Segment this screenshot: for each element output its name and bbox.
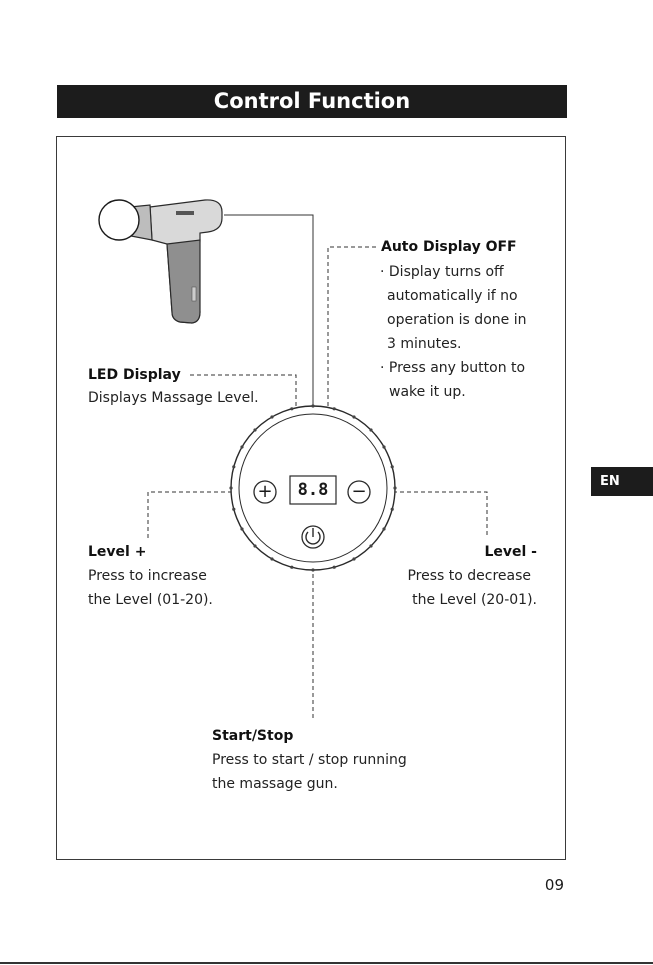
content-frame <box>56 136 566 860</box>
start-stop-line-1: Press to start / stop running <box>212 752 407 768</box>
leader-auto-display <box>327 246 376 410</box>
language-tab: EN <box>591 467 653 496</box>
grip-bump <box>240 445 244 449</box>
page-number: 09 <box>544 876 564 894</box>
level-plus-title: Level + <box>88 544 147 560</box>
massage-gun-illustration <box>98 199 223 324</box>
led-display-desc: Displays Massage Level. <box>88 390 259 406</box>
grip-bump <box>352 557 356 561</box>
leader-level-plus <box>147 491 253 538</box>
bottom-rule <box>0 962 653 964</box>
auto-line-2: automatically if no <box>387 288 518 304</box>
led-display-value: 8.8 <box>297 480 329 500</box>
led-display-window <box>289 475 337 505</box>
auto-display-off-desc: · Display turns off automatically if no … <box>380 260 560 404</box>
grip-bump <box>290 407 294 411</box>
auto-line-3: operation is done in <box>387 312 527 328</box>
grip-bump <box>352 415 356 419</box>
start-stop-desc: Press to start / stop running the massag… <box>212 748 472 796</box>
auto-line-1: · Display turns off <box>380 264 504 280</box>
grip-bump <box>311 404 315 408</box>
grip-bump <box>390 465 394 469</box>
power-icon <box>305 531 321 545</box>
leader-level-minus <box>372 491 488 538</box>
minus-button-ring <box>347 480 371 504</box>
grip-bump <box>270 415 274 419</box>
level-minus-desc: Press to decrease the Level (20-01). <box>380 564 537 612</box>
level-plus-line-1: Press to increase <box>88 568 207 584</box>
auto-display-off-title: Auto Display OFF <box>381 239 517 255</box>
grip-bump <box>229 486 233 490</box>
auto-line-4: 3 minutes. <box>387 336 462 352</box>
power-button[interactable] <box>302 526 324 548</box>
grip-bump <box>393 486 397 490</box>
grip-bump <box>382 527 386 531</box>
grip-bump <box>232 465 236 469</box>
grip-bump <box>290 565 294 569</box>
grip-bump <box>369 544 373 548</box>
leader-line-panel <box>224 214 314 405</box>
grip-bump <box>390 507 394 511</box>
level-minus-line-1: Press to decrease <box>407 568 531 584</box>
level-plus-line-2: the Level (01-20). <box>88 592 213 608</box>
plus-button-ring <box>253 480 277 504</box>
grip-bump <box>253 544 257 548</box>
start-stop-title: Start/Stop <box>212 728 294 744</box>
control-panel <box>229 404 397 572</box>
grip-bump <box>270 557 274 561</box>
start-stop-line-2: the massage gun. <box>212 776 338 792</box>
level-plus-desc: Press to increase the Level (01-20). <box>88 564 213 612</box>
grip-bump <box>311 568 315 572</box>
auto-line-5: · Press any button to <box>380 360 526 376</box>
level-minus-title: Level - <box>484 544 537 560</box>
grip-bump <box>332 565 336 569</box>
grip-bump <box>253 428 257 432</box>
minus-button[interactable]: − <box>351 481 367 502</box>
grip-bump <box>332 407 336 411</box>
page-title: Control Function <box>57 85 567 118</box>
auto-line-6: wake it up. <box>389 384 466 400</box>
grip-bump <box>232 507 236 511</box>
plus-button[interactable]: + <box>257 481 273 502</box>
level-minus-line-2: the Level (20-01). <box>412 592 537 608</box>
grip-bump <box>382 445 386 449</box>
grip-bump <box>369 428 373 432</box>
led-display-title: LED Display <box>88 367 181 383</box>
grip-bump <box>240 527 244 531</box>
